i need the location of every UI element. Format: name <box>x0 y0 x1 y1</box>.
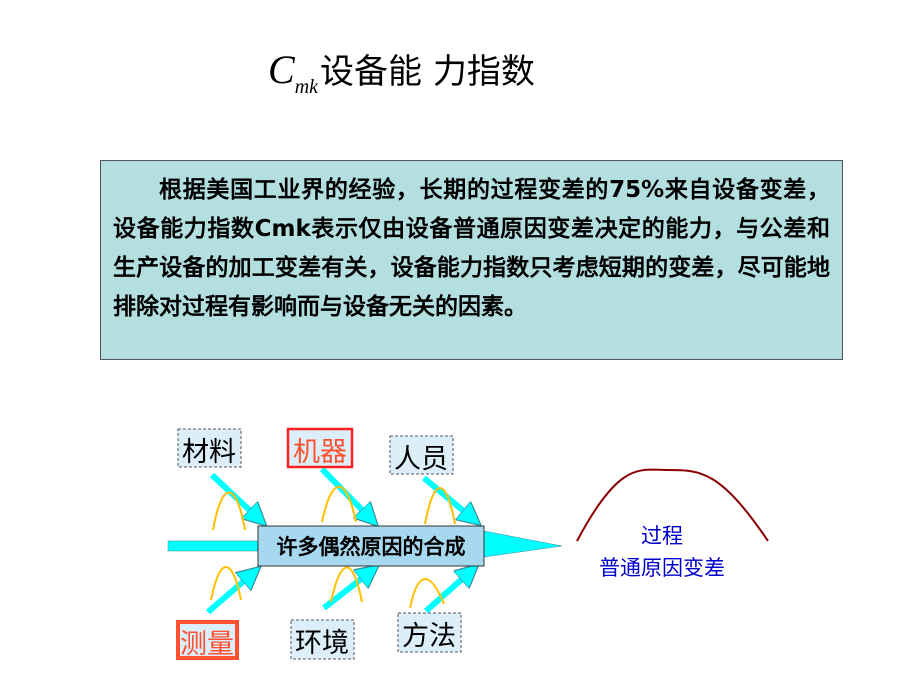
title-text: 设备能 力指数 <box>320 52 535 92</box>
cause-materials: 材料 <box>182 437 236 468</box>
cause-people: 人员 <box>394 444 448 475</box>
result-line-1: 过程 <box>641 524 683 548</box>
bone-environment <box>322 572 370 611</box>
variation-curves <box>210 486 456 609</box>
cause-measurement: 测量 <box>180 629 234 660</box>
cause-machine: 机器 <box>293 437 347 468</box>
cause-box-people <box>389 435 454 475</box>
description-box: 根据美国工业界的经验，长期的过程变差的75%来自设备变差，设备能力指数Cmk表示… <box>100 160 843 360</box>
title-c: C <box>268 47 295 92</box>
cause-box-environment <box>290 619 355 660</box>
result-line-2: 普通原因变差 <box>599 556 725 580</box>
fish-tail <box>483 530 563 558</box>
spine <box>167 540 261 552</box>
effect-label: 许多偶然原因的合成 <box>277 535 466 559</box>
description-text: 根据美国工业界的经验，长期的过程变差的75%来自设备变差，设备能力指数Cmk表示… <box>113 177 830 320</box>
effect-box <box>257 525 485 567</box>
cause-environment: 环境 <box>295 628 349 659</box>
title-subscript: mk <box>294 76 319 98</box>
cause-box-machine <box>286 427 354 469</box>
bell-curve <box>576 468 769 542</box>
cause-method: 方法 <box>402 621 456 652</box>
page-title: Cmk设备能 力指数 <box>268 44 535 99</box>
bone-method <box>424 572 470 614</box>
bone-measurement <box>206 574 252 615</box>
cause-box-method <box>397 612 462 653</box>
cause-box-materials <box>177 428 242 468</box>
cause-box-measurement-inner <box>180 624 235 656</box>
